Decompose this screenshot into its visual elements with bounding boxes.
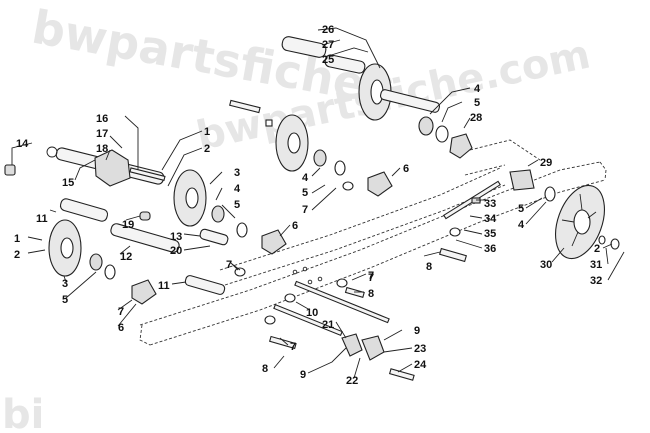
callout-7-left-middle: 7	[226, 259, 232, 271]
callout-2-rear: 2	[594, 243, 600, 255]
callout-5-lower-left: 5	[62, 294, 68, 306]
callout-11-middle: 11	[158, 280, 170, 292]
callout-1-left: 1	[14, 233, 20, 245]
bolts	[129, 99, 468, 381]
callout-7-lower-left: 7	[118, 306, 124, 318]
callout-6-middle: 6	[292, 220, 298, 232]
bracket-28	[449, 133, 473, 159]
callout-9-bottom: 9	[300, 369, 306, 381]
callout-35: 35	[484, 228, 496, 240]
callout-labels: 26 27 25 4 5 28 16 17 18 14 1 2 3 4 5 6 …	[14, 24, 602, 387]
callout-11-left: 11	[36, 213, 48, 225]
callout-17: 17	[96, 128, 108, 140]
callout-21: 21	[322, 319, 334, 331]
callout-4-center: 4	[302, 172, 309, 184]
callout-3-lower-left: 3	[62, 278, 68, 290]
callout-31: 31	[590, 259, 602, 271]
callout-25: 25	[322, 54, 334, 66]
callout-33: 33	[484, 198, 496, 210]
callout-7-center: 7	[302, 204, 308, 216]
callout-5-rear: 5	[518, 203, 524, 215]
callout-5-upper-right: 5	[474, 97, 480, 109]
callout-30: 30	[540, 259, 552, 271]
callout-19: 19	[122, 219, 134, 231]
callout-3-middle: 3	[234, 167, 240, 179]
bearing-upper-right	[418, 116, 449, 143]
callout-8-bottom: 8	[262, 363, 268, 375]
callout-32: 32	[590, 275, 602, 287]
callout-4-rear: 4	[518, 219, 525, 231]
callout-8-lower-right: 8	[368, 288, 374, 300]
upper-idler-shaft	[281, 36, 441, 121]
callout-14: 14	[16, 138, 29, 150]
callout-15: 15	[62, 177, 74, 189]
leader-lines	[11, 27, 625, 379]
callout-7-lower-right: 7	[368, 272, 374, 284]
callout-22: 22	[346, 375, 358, 387]
callout-24: 24	[414, 359, 427, 371]
rear-adjuster	[443, 169, 556, 220]
callout-6-lower-left: 6	[118, 322, 124, 334]
callout-18: 18	[96, 143, 108, 155]
callout-34: 34	[484, 213, 497, 225]
lower-shafts	[59, 198, 229, 295]
rear-wheel	[555, 184, 620, 260]
callout-9-right: 9	[414, 325, 420, 337]
watermark-corner: bi	[2, 392, 44, 433]
callout-16: 16	[96, 113, 108, 125]
upper-left-shaft	[4, 146, 165, 187]
callout-26: 26	[322, 24, 334, 36]
callout-1-upper: 1	[204, 126, 210, 138]
callout-10: 10	[306, 307, 318, 319]
callout-5-center: 5	[302, 187, 308, 199]
callout-36: 36	[484, 243, 496, 255]
callout-27: 27	[322, 39, 334, 51]
callout-8-right-middle: 8	[426, 261, 432, 273]
callout-7-right-middle: 7	[368, 270, 374, 282]
callout-4-upper-right: 4	[474, 83, 481, 95]
callout-23: 23	[414, 343, 426, 355]
callout-12: 12	[120, 251, 132, 263]
callout-28: 28	[470, 112, 482, 124]
callout-5-middle: 5	[234, 199, 240, 211]
callout-2-left: 2	[14, 249, 20, 261]
callout-29: 29	[540, 157, 552, 169]
callout-20: 20	[170, 245, 182, 257]
lower-rods	[273, 280, 390, 361]
callout-13: 13	[170, 231, 182, 243]
lower-left-wheel	[48, 219, 116, 280]
callout-4-middle: 4	[234, 183, 241, 195]
callout-7-bottom: 7	[290, 341, 296, 353]
callout-2-upper: 2	[204, 143, 210, 155]
middle-wheel-left	[173, 169, 248, 238]
callout-6-upper: 6	[403, 163, 409, 175]
middle-wheel-upper	[275, 114, 346, 176]
